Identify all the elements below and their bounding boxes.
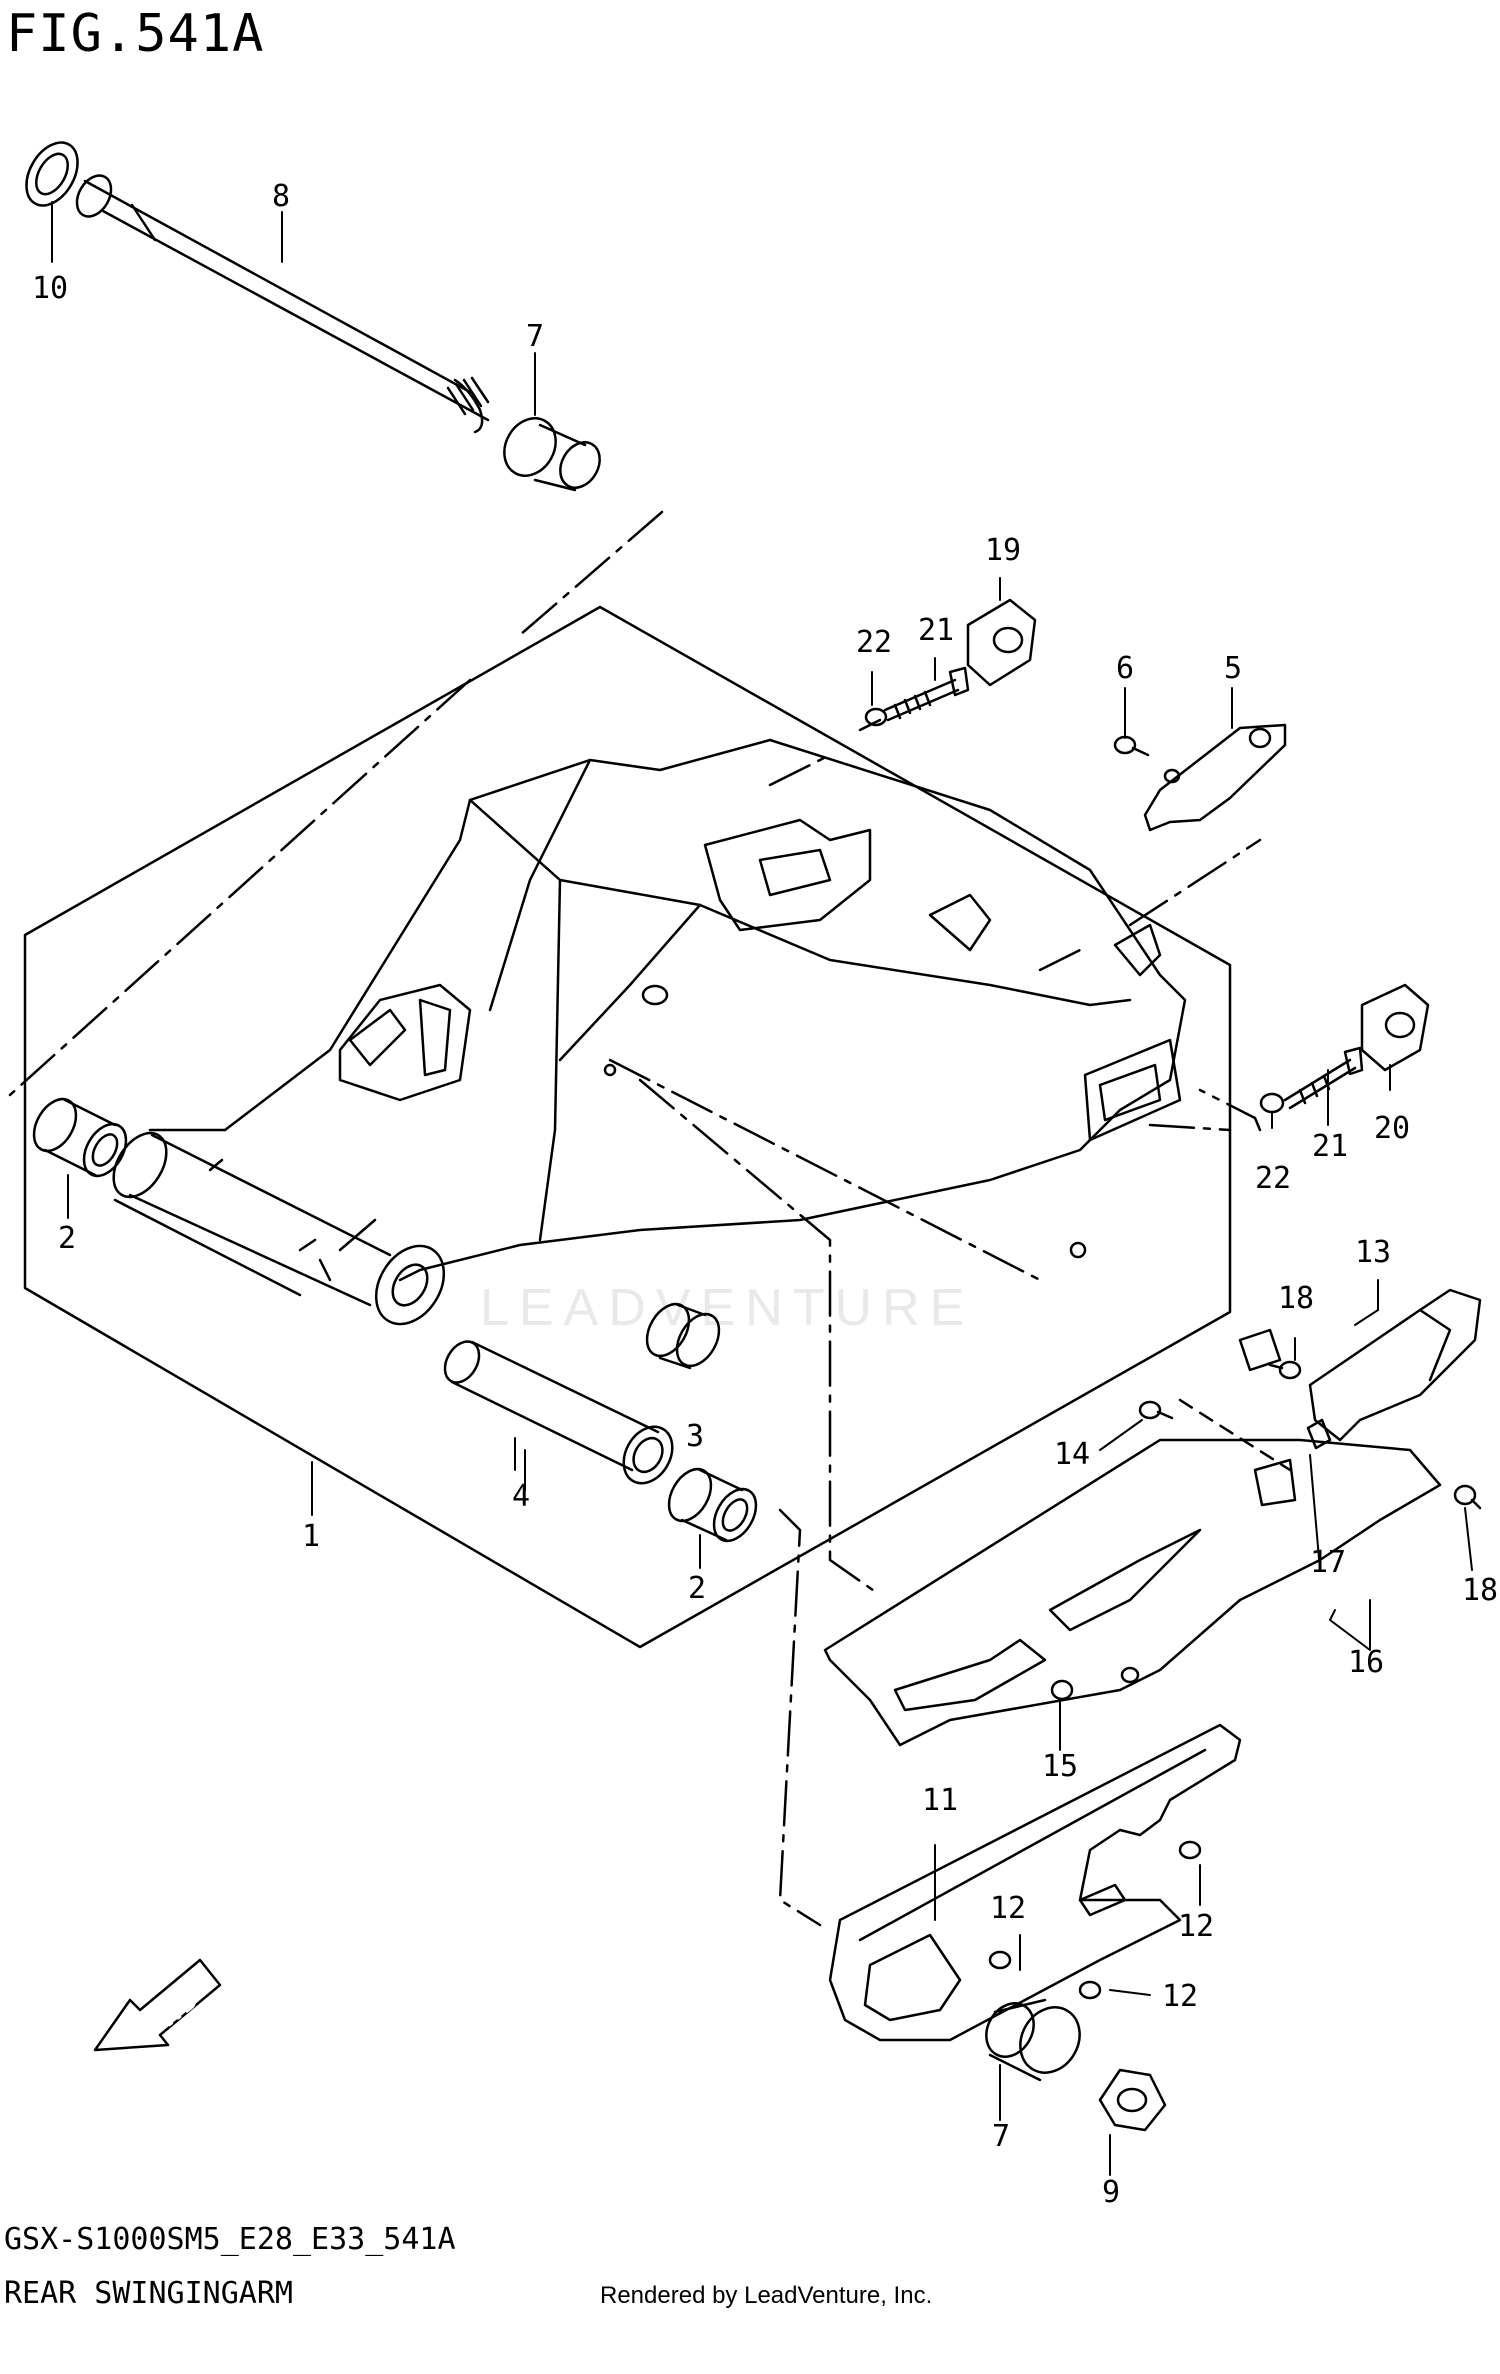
part-14-bolt — [1138, 1400, 1174, 1420]
part-16-chain-cover — [823, 1438, 1442, 1747]
part-7-collar-top — [503, 417, 601, 492]
callout-21-right: 21 — [1312, 1129, 1348, 1164]
callout-17: 17 — [1310, 1545, 1346, 1580]
callout-7-bottom: 7 — [992, 2119, 1010, 2154]
part-10-lock-nut — [25, 141, 79, 207]
part-2-bearing-right — [667, 1467, 758, 1543]
fwd-label: FWD — [139, 1984, 204, 2044]
callout-15: 15 — [1042, 1749, 1078, 1784]
leader-lines-swingarm — [608, 718, 1262, 1927]
rendered-by-credit: Rendered by LeadVenture, Inc. — [600, 2282, 933, 2309]
callout-2-left: 2 — [58, 1221, 76, 1256]
part-21-adjuster-bolt-right — [1283, 1046, 1364, 1110]
part-8-pivot-shaft — [75, 174, 490, 434]
part-12-bolt-a — [1178, 1840, 1202, 1860]
part-5-bracket — [1143, 723, 1287, 832]
callout-18-right: 18 — [1462, 1573, 1498, 1608]
figure-title: FIG.541A — [6, 4, 265, 64]
leader-guard-dashed — [1178, 1398, 1292, 1472]
callout-3: 3 — [686, 1419, 704, 1454]
callout-21-top: 21 — [918, 613, 954, 648]
part-9-nut — [1098, 2068, 1167, 2132]
callout-5: 5 — [1224, 651, 1242, 686]
callout-6: 6 — [1116, 651, 1134, 686]
part-17-rubber-grommet — [1306, 1418, 1332, 1450]
callout-10: 10 — [32, 271, 68, 306]
part-3-bearing — [645, 1302, 721, 1370]
part-1-swingarm — [112, 738, 1187, 1326]
part-15-screw — [1050, 1679, 1074, 1701]
callout-12-a: 12 — [990, 1891, 1026, 1926]
callout-8: 8 — [272, 179, 290, 214]
fwd-arrow — [93, 1958, 222, 2052]
callout-22-right: 22 — [1255, 1161, 1291, 1196]
part-11-chain-guide — [828, 1723, 1242, 2042]
callout-leaders — [51, 201, 1473, 2176]
callout-2-right: 2 — [688, 1571, 706, 1606]
callout-20: 20 — [1374, 1111, 1410, 1146]
callout-13: 13 — [1355, 1235, 1391, 1270]
part-22-washer-top — [864, 707, 888, 727]
model-code: GSX-S1000SM5_E28_E33_541A — [4, 2222, 456, 2257]
callout-19: 19 — [985, 533, 1021, 568]
leader-shaft-axis — [8, 510, 664, 1097]
part-2-bearing-left — [32, 1097, 128, 1178]
callout-12-c: 12 — [1162, 1979, 1198, 2014]
section-name: REAR SWINGINGARM — [4, 2276, 293, 2311]
part-21-adjuster-bolt-top — [883, 666, 970, 722]
callout-9: 9 — [1102, 2175, 1120, 2210]
callout-16: 16 — [1348, 1645, 1384, 1680]
part-13-guard — [1238, 1288, 1482, 1442]
part-22-washer-right — [1259, 1092, 1285, 1114]
callout-14: 14 — [1054, 1437, 1090, 1472]
callout-1: 1 — [302, 1519, 320, 1554]
swingarm-assembly-outline — [23, 605, 1232, 1649]
watermark-text: LEADVENTURE — [480, 1279, 974, 1337]
part-6-screw — [1113, 735, 1150, 757]
callout-11: 11 — [922, 1783, 958, 1818]
callout-4: 4 — [512, 1479, 530, 1514]
callout-22-top: 22 — [856, 625, 892, 660]
part-12-bolt-b — [988, 1950, 1012, 1970]
part-20-chain-adjuster — [1360, 983, 1430, 1072]
part-18-screw-right — [1453, 1484, 1482, 1510]
part-7-collar-bottom — [985, 1998, 1081, 2082]
part-4-spacer — [443, 1340, 674, 1485]
part-18-screw-upper — [1268, 1360, 1302, 1380]
callout-7-top: 7 — [526, 319, 544, 354]
part-12-bolt-c — [1078, 1980, 1102, 2000]
callout-18-upper: 18 — [1278, 1281, 1314, 1316]
part-19-chain-adjuster — [966, 598, 1037, 687]
callout-12-b: 12 — [1178, 1909, 1214, 1944]
